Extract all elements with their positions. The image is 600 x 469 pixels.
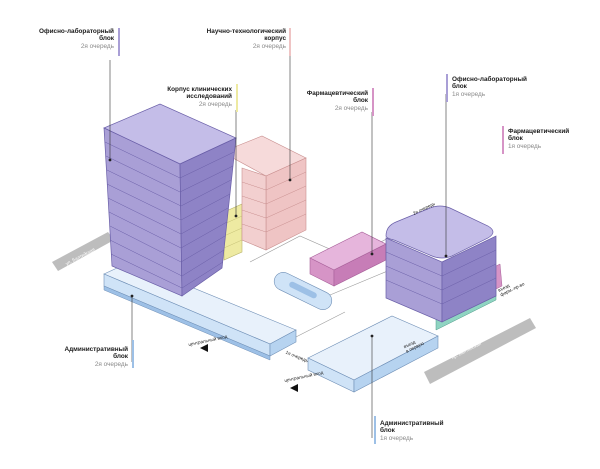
label-title: Фармацевтический блок: [306, 90, 368, 105]
label-title: Научно-технологический корпус: [206, 28, 286, 43]
leader-dots: [108, 158, 448, 338]
label-title: Административный блок: [64, 346, 129, 361]
label-stage: 2я очередь: [80, 42, 114, 50]
label-stage: 2я очередь: [198, 100, 232, 108]
office-lab-tower-2: [103, 103, 237, 297]
label-title: Офисно-лабораторный блок: [39, 28, 114, 43]
road-right: [424, 318, 536, 384]
road-left: [52, 232, 114, 271]
label-office-lab-1: Офисно-лабораторный блок 1я очередь: [452, 76, 562, 98]
admin-block-1: [307, 315, 439, 393]
label-pharma-1: Фармацевтический блок 1я очередь: [508, 128, 596, 150]
office-lab-block-1: [385, 205, 497, 323]
label-title: Фармацевтический блок: [508, 128, 570, 143]
label-stage: 1я очередь: [452, 90, 486, 98]
scitech-block: [221, 135, 307, 251]
label-title: Корпус клинических исследований: [167, 86, 232, 101]
bar-pharma-2: [372, 88, 374, 116]
bar-office-lab-2: [118, 28, 120, 56]
label-stage: 2я очередь: [252, 42, 286, 50]
label-stage: 1я очередь: [380, 434, 414, 442]
bar-admin-1: [374, 416, 376, 444]
label-office-lab-2: Офисно-лабораторный блок 2я очередь: [14, 28, 114, 50]
leader-lines: [109, 55, 447, 438]
label-admin-1: Административный блок 1я очередь: [380, 420, 480, 442]
bar-clinical-2: [236, 84, 238, 112]
label-title: Административный блок: [380, 420, 444, 435]
bar-pharma-1: [502, 126, 504, 154]
label-scitech-2: Научно-технологический корпус 2я очередь: [178, 28, 286, 50]
label-admin-2: Административный блок 2я очередь: [28, 346, 129, 368]
pharma-block-2: [309, 231, 387, 287]
entrance-arrows: [200, 344, 298, 392]
label-stage: 2я очередь: [94, 360, 128, 368]
label-clinical-2: Корпус клинических исследований 2я очере…: [142, 86, 232, 108]
label-pharma-2: Фармацевтический блок 2я очередь: [278, 90, 368, 112]
label-stage: 1я очередь: [508, 142, 542, 150]
bar-admin-2: [132, 340, 134, 368]
label-title: Офисно-лабораторный блок: [452, 76, 527, 91]
bar-scitech-2: [289, 28, 291, 56]
bar-office-lab-1: [446, 74, 448, 102]
label-stage: 2я очередь: [334, 104, 368, 112]
pavilion: [273, 272, 333, 310]
